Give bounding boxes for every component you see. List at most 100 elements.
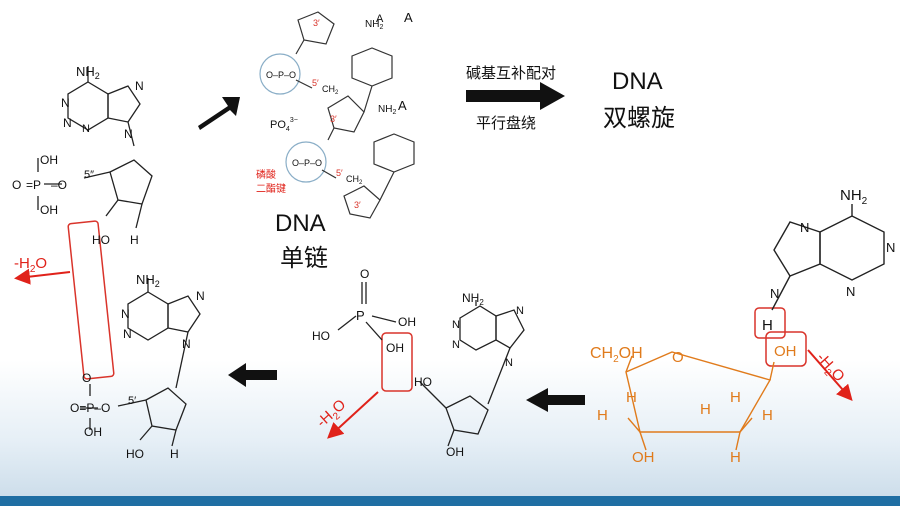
svg-text:O–P–O: O–P–O <box>292 158 322 168</box>
svg-text:O: O <box>82 371 91 385</box>
svg-text:OH: OH <box>386 341 404 355</box>
condensation-box-middle <box>381 332 413 392</box>
parallel-coil-label: 平行盘绕 <box>476 114 537 132</box>
phosphodiester-label-1: 磷酸 <box>256 168 276 181</box>
svg-text:A: A <box>398 98 407 113</box>
svg-text:N: N <box>452 319 460 331</box>
svg-text:NH2: NH2 <box>378 104 396 116</box>
svg-text:5′: 5′ <box>312 78 319 88</box>
svg-text:H: H <box>130 233 139 247</box>
svg-text:HO: HO <box>126 447 144 461</box>
middle-nucleotide <box>337 282 525 447</box>
svg-text:N: N <box>182 337 191 351</box>
svg-text:OH: OH <box>446 445 464 459</box>
svg-text:CH2: CH2 <box>322 84 339 96</box>
svg-text:H: H <box>730 449 741 466</box>
svg-text:A: A <box>404 10 413 25</box>
base-a-label-1: A <box>376 13 384 25</box>
svg-text:HO: HO <box>312 329 330 343</box>
flow-arrow-up-right <box>198 97 240 130</box>
svg-text:N: N <box>452 339 460 351</box>
condensation-box-left <box>67 220 115 380</box>
svg-text:3′: 3′ <box>354 200 361 210</box>
svg-text:H: H <box>700 401 711 418</box>
svg-text:N: N <box>123 327 132 341</box>
dna-double-helix-subtitle: 双螺旋 <box>603 104 675 132</box>
svg-text:OH: OH <box>84 425 102 439</box>
svg-text:PO43−: PO43− <box>270 117 298 133</box>
svg-text:H: H <box>762 407 773 424</box>
water-arrow-middle <box>327 391 379 439</box>
single-strand-title: DNA <box>275 210 326 237</box>
svg-text:OH: OH <box>632 449 655 466</box>
phosphodiester-label-2: 二酯键 <box>256 182 286 195</box>
nh2-label-1: NH2 <box>76 64 100 81</box>
svg-text:N: N <box>846 284 855 299</box>
svg-text:N: N <box>770 286 779 301</box>
condensation-box-right-oh <box>765 331 807 367</box>
svg-text:3′: 3′ <box>313 18 320 28</box>
svg-text:O–P–O: O–P–O <box>266 70 296 80</box>
svg-text:N: N <box>63 116 72 130</box>
flow-arrow-left-1 <box>526 388 585 412</box>
svg-text:OH: OH <box>40 203 58 217</box>
background-gradient <box>0 360 900 506</box>
svg-text:3′: 3′ <box>330 114 337 124</box>
svg-text:N: N <box>124 127 133 141</box>
svg-text:H: H <box>730 389 741 406</box>
svg-text:=P: =P <box>26 178 41 192</box>
svg-text:–O: –O <box>51 178 67 192</box>
svg-text:CH2OH: CH2OH <box>590 345 643 365</box>
svg-text:OH: OH <box>40 153 58 167</box>
condensation-box-right-h <box>754 307 786 339</box>
svg-text:CH2: CH2 <box>346 174 363 186</box>
water-label-left: -H2O <box>14 255 47 275</box>
svg-text:OH: OH <box>398 315 416 329</box>
flow-arrow-left-2 <box>228 363 277 387</box>
svg-text:P: P <box>356 308 365 323</box>
svg-text:H: H <box>626 389 637 406</box>
base-pairing-label: 碱基互补配对 <box>466 64 557 82</box>
svg-text:5′: 5′ <box>336 168 343 178</box>
svg-text:H: H <box>170 447 179 461</box>
svg-text:OH: OH <box>774 343 797 360</box>
svg-text:O: O <box>672 349 684 366</box>
water-arrow-left <box>14 268 71 285</box>
svg-text:HO: HO <box>92 233 110 247</box>
svg-text:NH2: NH2 <box>840 187 868 207</box>
svg-text:H: H <box>762 317 773 334</box>
svg-text:5′: 5′ <box>128 395 136 407</box>
svg-text:N: N <box>516 305 524 317</box>
svg-text:NH2: NH2 <box>462 291 484 307</box>
right-ribose <box>625 351 775 451</box>
dna-double-helix-title: DNA <box>612 68 663 95</box>
svg-text:N: N <box>886 240 895 255</box>
water-arrow-right <box>807 349 853 402</box>
svg-text:O: O <box>360 267 369 281</box>
water-label-right: -H2O <box>811 349 848 387</box>
svg-text:H: H <box>597 407 608 424</box>
svg-text:O: O <box>12 178 21 192</box>
flow-arrow-right <box>466 82 565 110</box>
svg-text:N: N <box>82 123 90 135</box>
svg-text:N: N <box>135 79 144 93</box>
bottom-accent-bar <box>0 496 900 506</box>
svg-text:N: N <box>505 357 513 369</box>
svg-text:N: N <box>196 289 205 303</box>
single-strand-structure <box>259 11 415 219</box>
left-top-nucleotide <box>37 66 153 229</box>
svg-text:N: N <box>121 307 130 321</box>
svg-text:NH2: NH2 <box>365 19 383 31</box>
right-adenine <box>771 204 885 311</box>
water-label-middle: -H2O <box>313 396 351 433</box>
left-bottom-nucleotide <box>80 278 201 447</box>
svg-text:N: N <box>61 96 70 110</box>
svg-text:N: N <box>800 220 809 235</box>
svg-text:HO: HO <box>414 375 432 389</box>
single-strand-subtitle: 单链 <box>280 244 328 272</box>
svg-text:O=P–O: O=P–O <box>70 401 110 415</box>
svg-text:NH2: NH2 <box>136 272 160 289</box>
svg-text:5″: 5″ <box>84 169 94 181</box>
